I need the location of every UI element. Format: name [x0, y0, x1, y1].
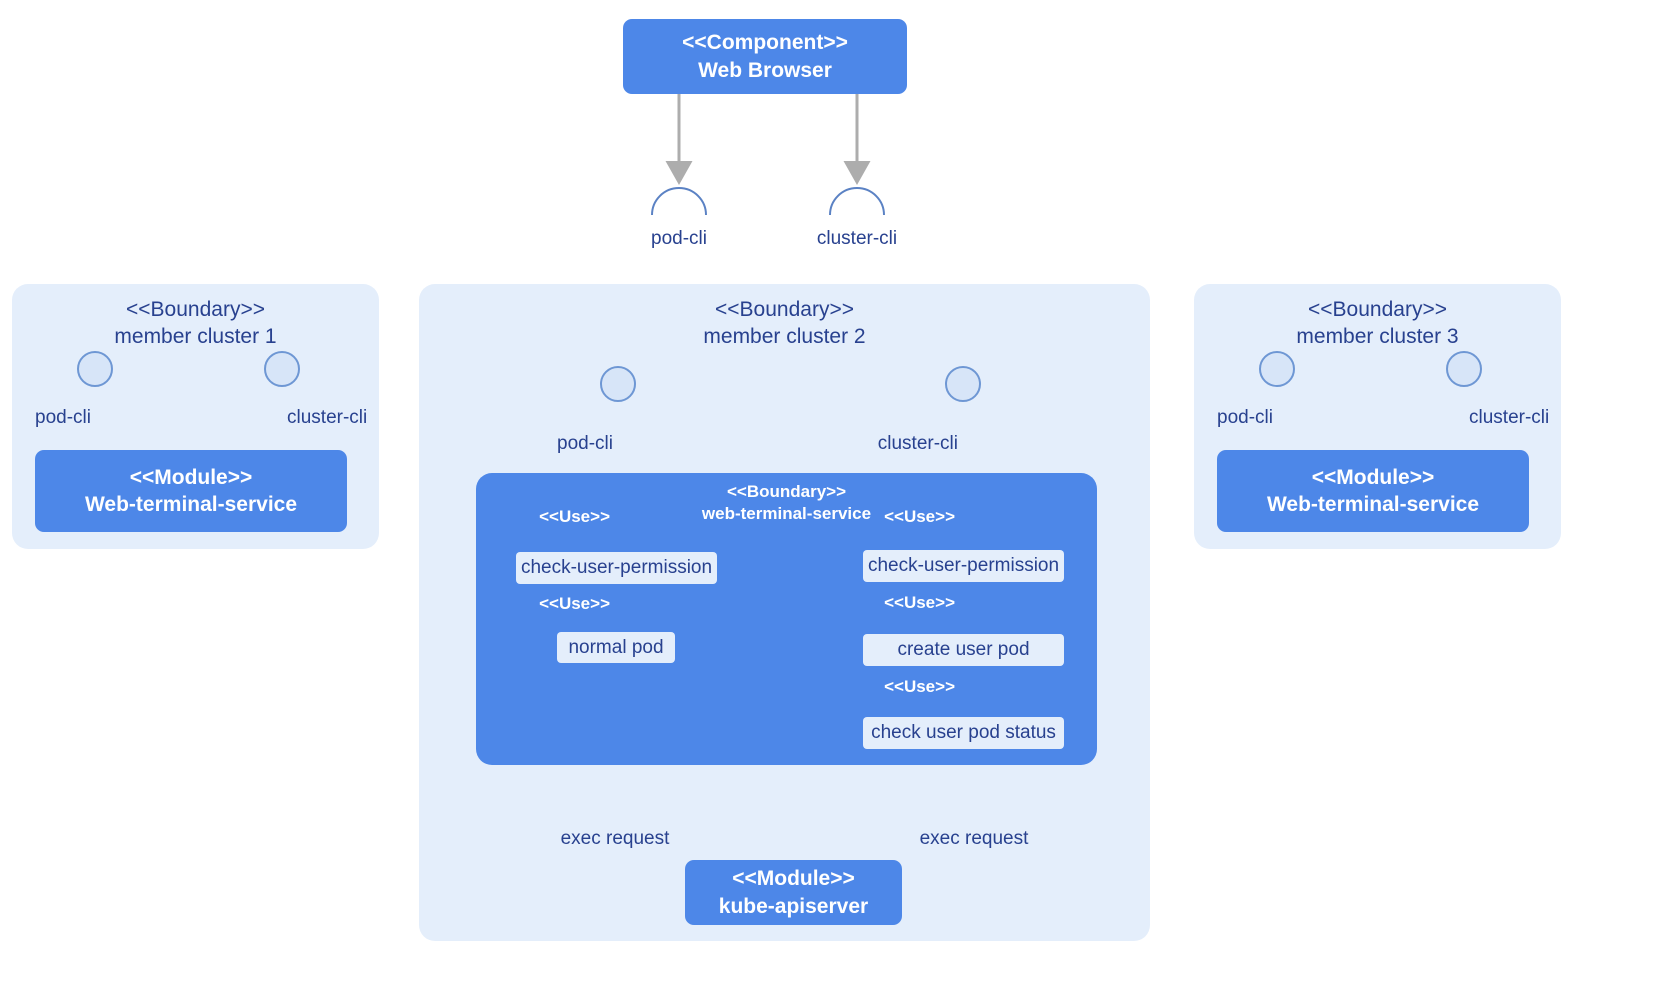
kube-apiserver-name: kube-apiserver [718, 894, 869, 918]
member-cluster-1-stereotype: <<Boundary>> [126, 298, 265, 321]
c3-cluster-cli-label: cluster-cli [1469, 407, 1550, 428]
pod-cli-socket-arc [651, 187, 707, 216]
c3-web-terminal-service-module[interactable]: <<Module>> Web-terminal-service [1217, 450, 1529, 532]
c2-right-use-label-1: <<Use>> [884, 507, 955, 526]
c1-module-stereotype: <<Module>> [129, 465, 253, 489]
web-terminal-service-boundary[interactable]: <<Boundary>> web-terminal-service [476, 473, 1097, 765]
kube-apiserver-stereotype: <<Module>> [732, 867, 855, 891]
member-cluster-3-stereotype: <<Boundary>> [1308, 298, 1447, 321]
c2-pod-cli-label: pod-cli [557, 433, 613, 454]
c1-cluster-cli-interface-ball[interactable] [264, 351, 300, 387]
c1-pod-cli-interface-ball[interactable] [77, 351, 113, 387]
c2-right-step-check-user-pod-status[interactable]: check user pod status [863, 717, 1064, 749]
cluster-cli-socket-arc [829, 187, 885, 216]
kube-apiserver-module[interactable]: <<Module>> kube-apiserver [685, 860, 902, 925]
browser-pod-cli-label: pod-cli [651, 228, 707, 249]
left-exec-request-label: exec request [560, 828, 670, 849]
member-cluster-2-name: member cluster 2 [703, 325, 866, 349]
c2-left-step-check-user-permission[interactable]: check-user-permission [516, 552, 717, 584]
c1-module-name: Web-terminal-service [84, 493, 298, 516]
c2-right-step-create-user-pod[interactable]: create user pod [863, 634, 1064, 666]
c3-module-stereotype: <<Module>> [1311, 465, 1435, 489]
member-cluster-3-name: member cluster 3 [1296, 325, 1459, 349]
c3-pod-cli-label: pod-cli [1217, 407, 1273, 428]
browser-cluster-cli-label: cluster-cli [816, 228, 898, 249]
c3-cluster-cli-interface-ball[interactable] [1446, 351, 1482, 387]
c3-module-name: Web-terminal-service [1266, 493, 1480, 516]
c2-cluster-cli-label: cluster-cli [877, 433, 958, 454]
member-cluster-2-stereotype: <<Boundary>> [715, 298, 854, 321]
c2-cluster-cli-interface-ball[interactable] [945, 366, 981, 402]
c2-right-use-label-2: <<Use>> [884, 593, 955, 612]
c2-left-use-label-2: <<Use>> [539, 594, 610, 613]
c2-left-use-label-1: <<Use>> [539, 507, 610, 526]
c1-cluster-cli-label: cluster-cli [287, 407, 368, 428]
web-terminal-service-name: web-terminal-service [701, 504, 872, 524]
member-cluster-1-title: <<Boundary>> member cluster 1 [12, 296, 379, 351]
right-exec-request-label: exec request [919, 828, 1029, 849]
web-terminal-service-title: <<Boundary>> web-terminal-service [476, 481, 1097, 525]
c2-right-use-label-3: <<Use>> [884, 677, 955, 696]
member-cluster-1-name: member cluster 1 [114, 325, 277, 349]
member-cluster-3-title: <<Boundary>> member cluster 3 [1194, 296, 1561, 351]
c1-web-terminal-service-module[interactable]: <<Module>> Web-terminal-service [35, 450, 347, 532]
c1-pod-cli-label: pod-cli [35, 407, 91, 428]
c2-pod-cli-interface-ball[interactable] [600, 366, 636, 402]
c3-pod-cli-interface-ball[interactable] [1259, 351, 1295, 387]
web-browser-stereotype: <<Component>> [682, 31, 848, 55]
web-terminal-service-stereotype: <<Boundary>> [726, 482, 847, 501]
c2-left-step-normal-pod[interactable]: normal pod [557, 632, 675, 663]
member-cluster-2-title: <<Boundary>> member cluster 2 [419, 296, 1150, 351]
web-browser-name: Web Browser [698, 58, 832, 82]
web-browser-component[interactable]: <<Component>> Web Browser [623, 19, 907, 94]
c2-right-step-check-user-permission[interactable]: check-user-permission [863, 550, 1064, 582]
